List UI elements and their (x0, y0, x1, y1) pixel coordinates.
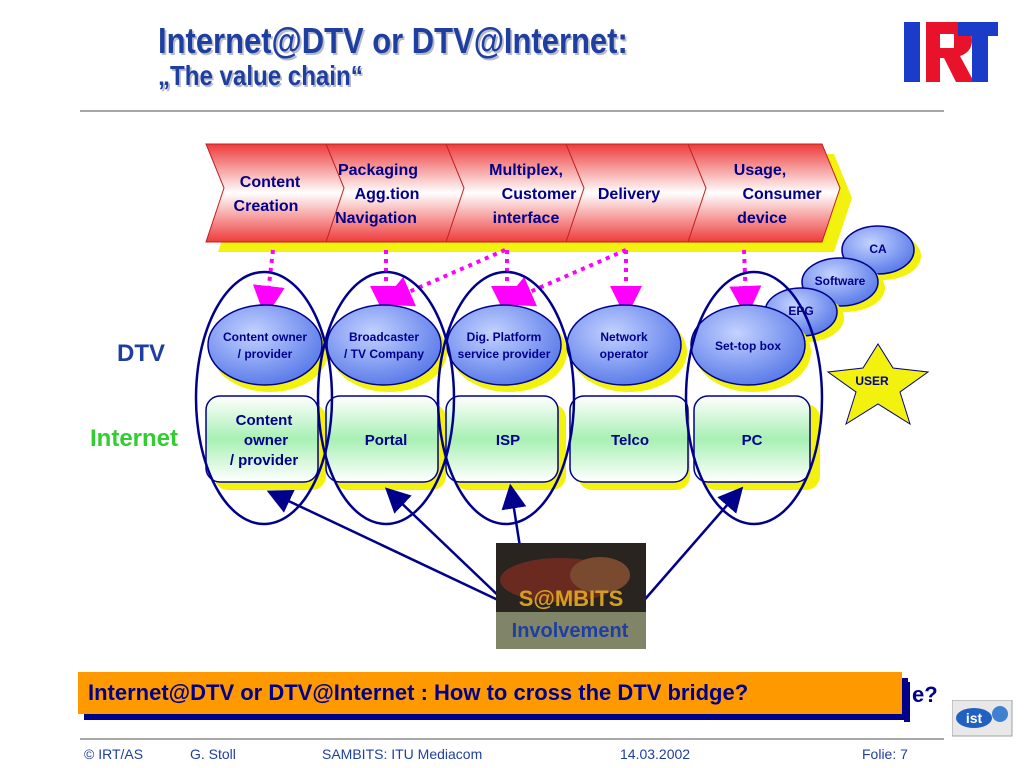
svg-text:Content owner/ provider: Content owner / provider (223, 330, 307, 361)
chevron-2-line-0: Multiplex, (489, 162, 563, 179)
dtv-node-3-line-0: Network (600, 330, 648, 344)
bridge-text: Internet@DTV or DTV@Internet : How to cr… (88, 680, 749, 705)
chevron-4-line-2: device (737, 210, 787, 227)
bridge-banner: Internet@DTV or DTV@Internet : How to cr… (78, 672, 902, 714)
footer-slide-number: Folie: 7 (862, 746, 908, 762)
internet-node-0-line-1: owner (244, 432, 288, 449)
internet-node-1-line-0: Portal (365, 432, 408, 449)
chevron-1-line-1: Agg.tion (355, 186, 420, 203)
chevron-0-line-1: Creation (234, 198, 299, 215)
chevron-4-line-0: Usage, (734, 162, 786, 179)
header-divider (80, 110, 944, 112)
internet-node-0: Content owner / provider (205, 395, 326, 490)
dtv-node-1-line-1: / TV Company (344, 347, 424, 361)
dtv-node-1: Broadcaster / TV Company (326, 304, 447, 392)
footer-divider (80, 738, 944, 740)
dtv-node-3: Network operator (566, 304, 687, 392)
bridge-bar (904, 682, 910, 722)
user-label: USER (855, 374, 889, 388)
dtv-node-4-line-0: Set-top box (715, 339, 781, 353)
footer-event: SAMBITS: ITU Mediacom (322, 746, 483, 762)
chevron-4-line-1: Consumer (742, 186, 821, 203)
dtv-node-1-line-0: Broadcaster (349, 330, 419, 344)
sambits-caption: Involvement (512, 620, 629, 642)
chevron-2-line-2: interface (493, 210, 560, 227)
slide-title: Internet@DTV or DTV@Internet: (158, 20, 628, 61)
dtv-node-2-line-0: Dig. Platform (467, 330, 542, 344)
involvement-outlines (194, 270, 824, 526)
stb-extra-software-label: Software (815, 274, 866, 288)
irt-logo (904, 22, 998, 82)
internet-node-4: PC (693, 395, 820, 490)
internet-node-3-line-0: Telco (611, 432, 649, 449)
user-star: USER (826, 343, 930, 426)
svg-text:Broadcaster/ TV Company: Broadcaster / TV Company (344, 330, 424, 361)
dtv-node-2: Dig. Platform service provider (446, 304, 567, 392)
row-label-internet: Internet (90, 425, 178, 452)
chevron-3-line-0: Delivery (598, 186, 660, 203)
chevron-1-line-2: Navigation (335, 210, 417, 227)
chevron-1-line-0: Packaging (338, 162, 418, 179)
internet-node-1: Portal (325, 395, 446, 490)
bridge-overflow-text: e? (912, 682, 938, 707)
dtv-node-4: Set-top box (690, 304, 811, 392)
ist-logo: ist (952, 700, 1013, 737)
involvement-arrows (266, 483, 744, 606)
chevron-2-line-1: Customer (502, 186, 577, 203)
dtv-node-3-line-1: operator (600, 347, 649, 361)
chevron-4: Usage, Consumer device (687, 143, 852, 252)
dtv-node-2-line-1: service provider (458, 347, 551, 361)
sambits-image: S@MBITS Involvement (496, 543, 646, 649)
internet-node-2: ISP (445, 395, 566, 490)
internet-node-2-line-0: ISP (496, 432, 520, 449)
internet-node-3: Telco (569, 395, 690, 490)
flow-arrows (252, 248, 762, 318)
slide-subtitle: „The value chain“ (158, 60, 363, 91)
footer-date: 14.03.2002 (620, 746, 691, 762)
ist-logo-text: ist (966, 710, 983, 726)
internet-node-0-line-0: Content (236, 412, 293, 429)
dtv-node-0: Content owner / provider (207, 304, 328, 392)
dtv-node-0-line-0: Content owner (223, 330, 307, 344)
sambits-logo-text: S@MBITS (519, 586, 624, 611)
row-label-dtv: DTV (117, 340, 165, 367)
internet-node-4-line-0: PC (742, 432, 763, 449)
footer-author: G. Stoll (190, 746, 236, 762)
stb-extra-epg-label: EPG (788, 304, 813, 318)
svg-text:Delivery: Delivery (598, 186, 660, 203)
stb-extra-ca-label: CA (869, 242, 887, 256)
internet-node-0-line-2: / provider (230, 452, 299, 469)
footer-copyright: © IRT/AS (84, 746, 144, 762)
dtv-node-0-line-1: / provider (238, 347, 293, 361)
chevron-0-line-0: Content (240, 174, 301, 191)
